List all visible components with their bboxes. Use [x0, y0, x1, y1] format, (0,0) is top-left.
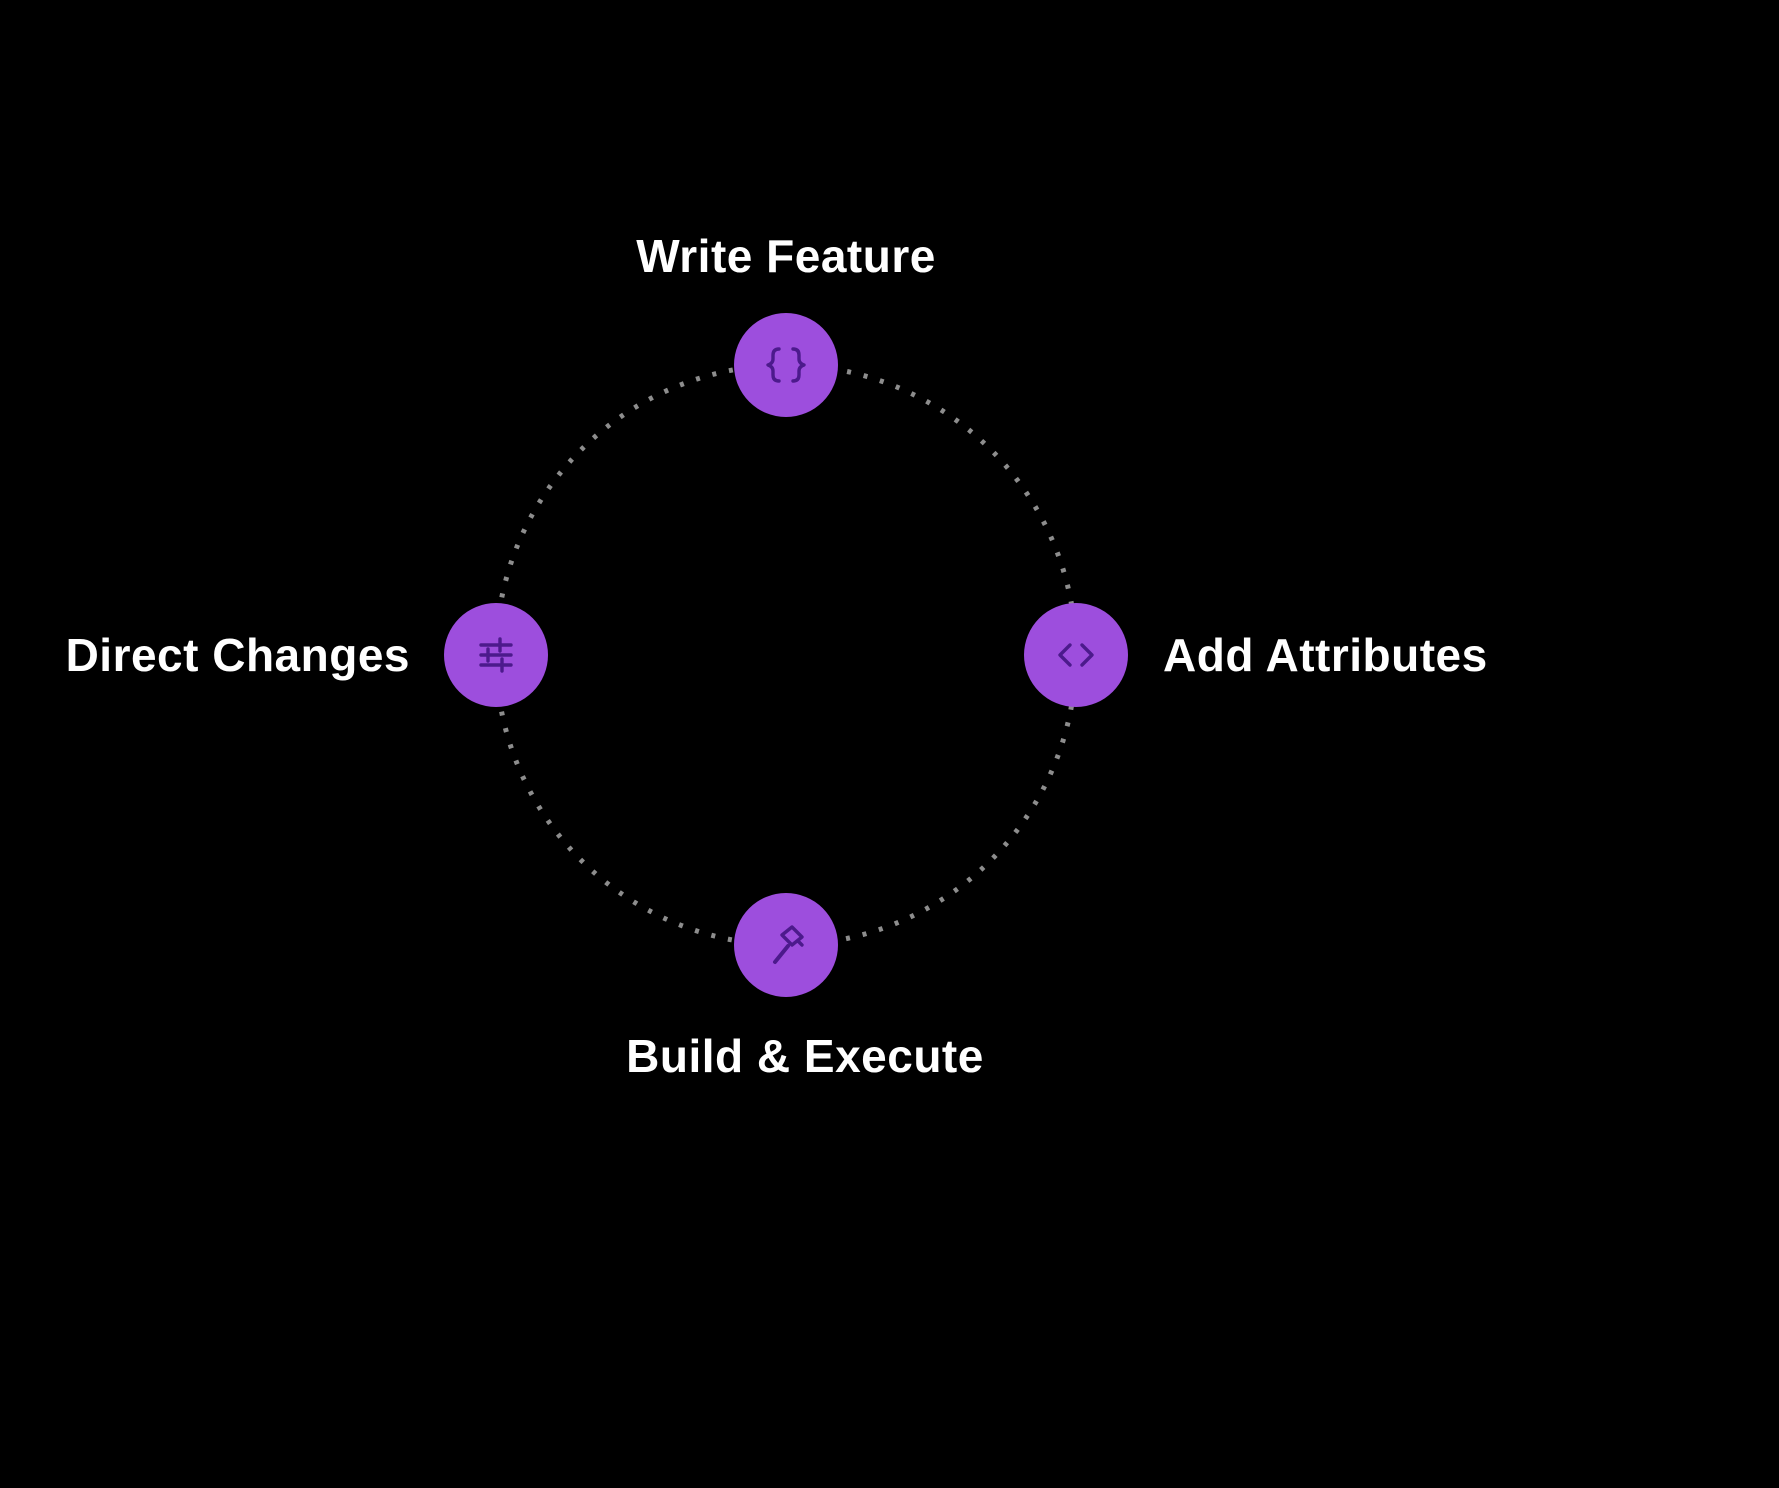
hammer-icon — [773, 925, 804, 964]
code-brackets-icon — [1058, 643, 1094, 667]
label-build-execute: Build & Execute — [626, 1030, 984, 1082]
label-add-attributes: Add Attributes — [1163, 629, 1488, 681]
node-build-execute — [734, 893, 838, 997]
dashed-ring-circle — [493, 362, 1079, 948]
node-add-attributes — [1024, 603, 1128, 707]
sliders-icon — [479, 637, 513, 673]
label-write-feature: Write Feature — [636, 230, 936, 282]
label-direct-changes: Direct Changes — [65, 629, 410, 681]
curly-braces-icon — [766, 347, 806, 383]
node-direct-changes — [444, 603, 548, 707]
node-write-feature — [734, 313, 838, 417]
